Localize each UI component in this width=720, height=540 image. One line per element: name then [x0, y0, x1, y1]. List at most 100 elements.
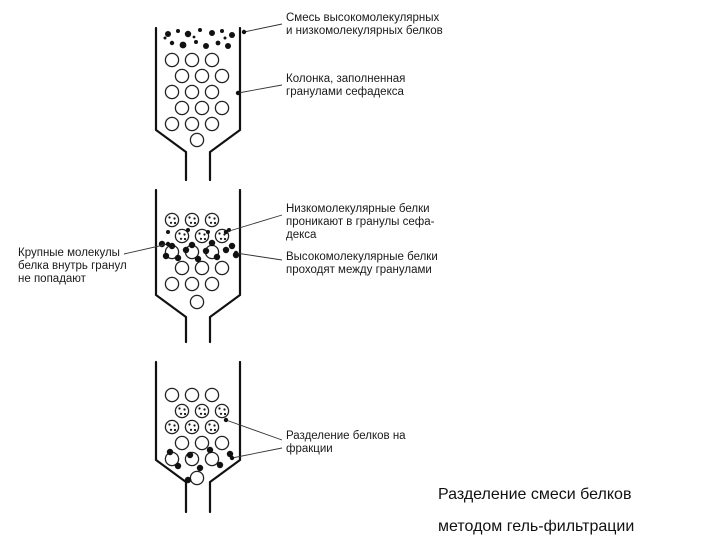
low-mw-protein-dot	[218, 407, 221, 410]
protein-mixture-dot	[169, 40, 175, 46]
sephadex-bead	[184, 387, 200, 403]
high-mw-protein-dot	[206, 446, 214, 454]
protein-mixture-dot	[184, 30, 192, 38]
sephadex-bead	[204, 276, 220, 292]
leader-column	[237, 84, 283, 94]
high-mw-protein-dot	[202, 247, 210, 255]
protein-mixture-dot	[203, 43, 209, 49]
sephadex-bead	[174, 260, 190, 276]
low-mw-protein-dot	[213, 424, 216, 427]
sephadex-bead	[164, 212, 180, 228]
low-mw-protein-dot	[179, 237, 183, 240]
protein-mixture-dot	[198, 28, 202, 32]
low-mw-protein-dot	[189, 221, 193, 224]
high-mw-protein-dot	[184, 476, 192, 484]
protein-mixture-dot	[163, 36, 167, 40]
low-mw-protein-dot	[203, 412, 207, 416]
low-mw-protein-dot	[169, 428, 173, 431]
column-1-left-wall	[154, 26, 188, 182]
leader-end-dot	[165, 241, 171, 247]
low-mw-protein-dot	[186, 228, 190, 232]
sephadex-bead	[204, 52, 220, 68]
low-mw-protein-dot	[179, 412, 183, 415]
high-mw-protein-dot	[216, 461, 224, 469]
low-mw-protein-dot	[223, 412, 227, 416]
leader-low-mw	[225, 214, 283, 233]
protein-mixture-dot	[220, 29, 224, 33]
column-3-right-wall	[208, 360, 242, 514]
low-mw-protein-dot	[213, 217, 216, 220]
sephadex-bead	[214, 100, 230, 116]
low-mw-protein-dot	[168, 216, 171, 219]
low-mw-protein-dot	[199, 412, 203, 415]
leader-large-molecules	[123, 243, 169, 255]
sephadex-bead	[184, 52, 200, 68]
label-low-mw-proteins: Низкомолекулярные белки проникают в гран…	[286, 203, 435, 241]
low-mw-protein-dot	[169, 221, 173, 224]
label-large-molecules: Крупные молекулы белка внутрь гранул не …	[18, 247, 127, 285]
leader-separation-bottom	[231, 447, 283, 459]
high-mw-protein-dot	[174, 254, 182, 262]
low-mw-protein-dot	[166, 230, 170, 234]
sephadex-bead	[189, 470, 205, 486]
column-3-left-wall	[154, 360, 188, 514]
leader-end-dot	[229, 455, 235, 461]
sephadex-bead	[174, 403, 190, 419]
low-mw-protein-dot	[223, 237, 227, 241]
caption-line-1: Разделение смеси белков	[438, 486, 632, 503]
protein-mixture-dot	[194, 40, 198, 44]
sephadex-bead	[214, 68, 230, 84]
high-mw-protein-dot	[166, 448, 174, 456]
label-column-with-sephadex: Колонка, заполненная гранулами сефадекса	[286, 73, 406, 98]
sephadex-bead	[214, 403, 230, 419]
high-mw-protein-dot	[194, 255, 202, 263]
high-mw-protein-dot	[162, 252, 170, 260]
sephadex-bead	[174, 100, 190, 116]
low-mw-protein-dot	[189, 428, 193, 431]
low-mw-protein-dot	[199, 237, 203, 240]
sephadex-bead	[184, 116, 200, 132]
protein-mixture-dot	[223, 36, 227, 40]
low-mw-protein-dot	[193, 217, 196, 220]
low-mw-protein-dot	[203, 408, 206, 411]
low-mw-protein-dot	[193, 428, 197, 432]
low-mw-protein-dot	[183, 412, 187, 416]
sephadex-bead	[204, 451, 220, 467]
label-separation-fractions: Разделение белков на фракции	[286, 430, 406, 455]
low-mw-protein-dot	[193, 424, 196, 427]
sephadex-bead	[164, 387, 180, 403]
sephadex-bead	[184, 84, 200, 100]
low-mw-protein-dot	[188, 423, 191, 426]
low-mw-protein-dot	[209, 221, 213, 224]
leader-end-dot	[223, 229, 229, 235]
high-mw-protein-dot	[182, 246, 190, 254]
low-mw-protein-dot	[188, 216, 191, 219]
high-mw-protein-dot	[186, 451, 194, 459]
label-high-mw-proteins: Высокомолекулярные белки проходят между …	[286, 251, 438, 276]
sephadex-bead	[194, 100, 210, 116]
low-mw-protein-dot	[213, 428, 217, 432]
low-mw-protein-dot	[193, 221, 197, 225]
sephadex-bead	[164, 276, 180, 292]
low-mw-protein-dot	[178, 407, 181, 410]
sephadex-bead	[204, 387, 220, 403]
sephadex-bead	[184, 212, 200, 228]
high-mw-protein-dot	[168, 242, 176, 250]
sephadex-bead	[204, 419, 220, 435]
low-mw-protein-dot	[183, 408, 186, 411]
high-mw-protein-dot	[174, 462, 182, 470]
sephadex-bead	[174, 68, 190, 84]
sephadex-bead	[164, 52, 180, 68]
sephadex-bead	[194, 435, 210, 451]
high-mw-protein-dot	[208, 239, 216, 247]
sephadex-bead	[189, 132, 205, 148]
leader-end-dot	[241, 29, 247, 35]
low-mw-protein-dot	[178, 232, 181, 235]
protein-mixture-dot	[192, 35, 196, 39]
low-mw-protein-dot	[208, 216, 211, 219]
low-mw-protein-dot	[173, 221, 177, 225]
caption-line-2: методом гель-фильтрации	[438, 518, 635, 535]
protein-mixture-dot	[209, 30, 215, 36]
